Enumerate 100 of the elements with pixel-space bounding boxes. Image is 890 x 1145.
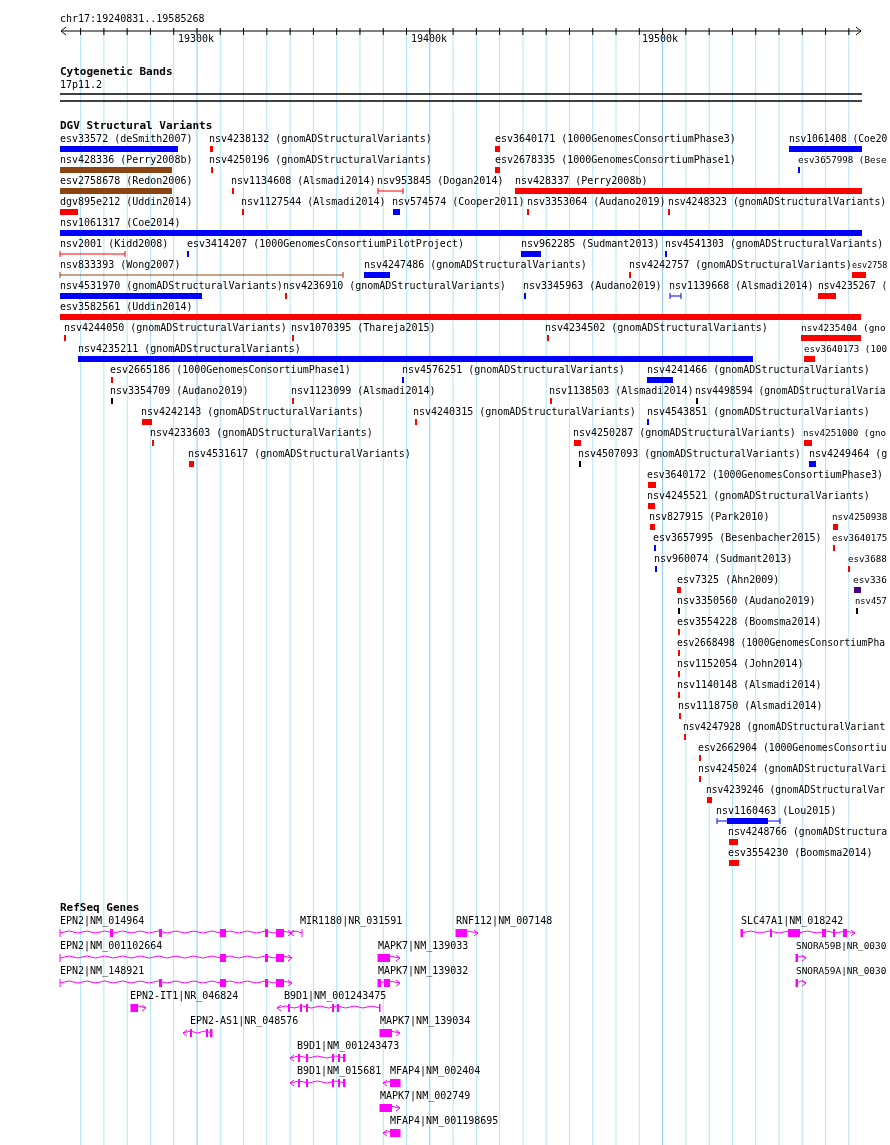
variant-label: nsv4507093 (gnomADStructuralVariants) bbox=[578, 448, 801, 460]
variant-label: nsv960074 (Sudmant2013) bbox=[654, 553, 793, 565]
gene-label: MAPK7|NM_002749 bbox=[380, 1090, 471, 1102]
variant-label: nsv1138503 (Alsmadi2014) bbox=[549, 385, 694, 397]
variant-label: nsv4242143 (gnomADStructuralVariants) bbox=[141, 406, 364, 418]
variant-label: nsv4249464 (g bbox=[809, 448, 888, 460]
gene-label: EPN2|NM_148921 bbox=[60, 965, 145, 977]
variant-label: nsv4531617 (gnomADStructuralVariants) bbox=[188, 448, 411, 460]
variant-label: nsv1061408 (Coe20 bbox=[789, 133, 888, 145]
variant-label: esv3657998 (Bese bbox=[798, 154, 887, 166]
variant-label: nsv1070395 (Thareja2015) bbox=[291, 322, 436, 334]
gene-label: MAPK7|NM_139033 bbox=[378, 940, 469, 952]
variant-label: nsv1127544 (Alsmadi2014) bbox=[241, 196, 386, 208]
variant-label: nsv4250196 (gnomADStructuralVariants) bbox=[209, 154, 432, 166]
gene-label: MIR1180|NR_031591 bbox=[300, 915, 403, 927]
variant-label: nsv4250287 (gnomADStructuralVariants) bbox=[573, 427, 796, 439]
variant-label: nsv1139668 (Alsmadi2014) bbox=[669, 280, 814, 292]
variant-label: esv2758 bbox=[852, 259, 888, 271]
variant-label: nsv4531970 (gnomADStructuralVariants) bbox=[60, 280, 283, 292]
gene-label: MAPK7|NM_139034 bbox=[380, 1015, 471, 1027]
variant-label: nsv4242757 (gnomADStructuralVariants) bbox=[629, 259, 852, 271]
gene-label: EPN2-AS1|NR_048576 bbox=[190, 1015, 299, 1027]
gene-label: EPN2-IT1|NR_046824 bbox=[130, 990, 239, 1002]
variant-label: nsv4241466 (gnomADStructuralVariants) bbox=[647, 364, 870, 376]
band-label: 17p11.2 bbox=[60, 79, 103, 91]
variant-label: nsv4247486 (gnomADStructuralVariants) bbox=[364, 259, 587, 271]
variant-label: nsv4498594 (gnomADStructuralVaria bbox=[695, 385, 886, 397]
variant-label: nsv4251000 (gno bbox=[803, 427, 886, 439]
variant-label: nsv953845 (Dogan2014) bbox=[377, 175, 504, 187]
variant-label: esv3688 bbox=[848, 553, 887, 565]
variant-label: nsv4245521 (gnomADStructuralVariants) bbox=[647, 490, 870, 502]
coordinate-label: chr17:19240831..19585268 bbox=[60, 13, 205, 25]
variant-label: nsv4235211 (gnomADStructuralVariants) bbox=[78, 343, 301, 355]
variant-label: esv3582561 (Uddin2014) bbox=[60, 301, 193, 313]
variant-label: nsv4238132 (gnomADStructuralVariants) bbox=[209, 133, 432, 145]
variant-label: nsv428337 (Perry2008b) bbox=[515, 175, 648, 187]
variant-label: nsv3353064 (Audano2019) bbox=[527, 196, 666, 208]
variant-label: nsv4576251 (gnomADStructuralVariants) bbox=[402, 364, 625, 376]
variant-label: dgv895e212 (Uddin2014) bbox=[60, 196, 193, 208]
variant-label: esv3640173 (100 bbox=[804, 343, 887, 355]
variant-label: esv7325 (Ahn2009) bbox=[677, 574, 780, 586]
variant-label: nsv4236910 (gnomADStructuralVariants) bbox=[283, 280, 506, 292]
variant-label: esv3414207 (1000GenomesConsortiumPilotProject) bbox=[187, 238, 464, 250]
variant-label: esv2758678 (Redon2006) bbox=[60, 175, 193, 187]
variant-label: nsv4234502 (gnomADStructuralVariants) bbox=[545, 322, 768, 334]
variant-label: nsv457 bbox=[855, 595, 887, 607]
variant-label: nsv2001 (Kidd2008) bbox=[60, 238, 169, 250]
variant-label: esv3640172 (1000GenomesConsortiumPhase3) bbox=[647, 469, 883, 481]
variant-label: nsv4235404 (gno bbox=[801, 322, 886, 334]
gene-label: MFAP4|NM_002404 bbox=[390, 1065, 481, 1077]
variant-label: nsv833393 (Wong2007) bbox=[60, 259, 181, 271]
variant-label: esv2662904 (1000GenomesConsortiu bbox=[698, 742, 887, 754]
gene-label: MAPK7|NM_139032 bbox=[378, 965, 469, 977]
variant-label: esv3640171 (1000GenomesConsortiumPhase3) bbox=[495, 133, 736, 145]
variant-label: esv2665186 (1000GenomesConsortiumPhase1) bbox=[110, 364, 351, 376]
variant-label: esv2678335 (1000GenomesConsortiumPhase1) bbox=[495, 154, 736, 166]
variant-label: nsv4248766 (gnomADStructura bbox=[728, 826, 888, 838]
gene-label: RNF112|NM_007148 bbox=[456, 915, 553, 927]
gene-label: SLC47A1|NM_018242 bbox=[741, 915, 844, 927]
gene-label: SNORA59B|NR_0030 bbox=[796, 940, 887, 952]
variant-label: esv33572 (deSmith2007) bbox=[60, 133, 193, 145]
variant-label: nsv1134608 (Alsmadi2014) bbox=[231, 175, 376, 187]
variant-label: nsv1118750 (Alsmadi2014) bbox=[678, 700, 823, 712]
variant-label: nsv4244050 (gnomADStructuralVariants) bbox=[64, 322, 287, 334]
variant-label: nsv4245024 (gnomADStructuralVari bbox=[698, 763, 887, 775]
variant-label: nsv4247928 (gnomADStructuralVariant bbox=[683, 721, 886, 733]
variant-label: nsv962285 (Sudmant2013) bbox=[521, 238, 660, 250]
variant-label: esv3640175 bbox=[832, 532, 888, 544]
variant-label: nsv1160463 (Lou2015) bbox=[716, 805, 837, 817]
variant-label: nsv4233603 (gnomADStructuralVariants) bbox=[150, 427, 373, 439]
variant-label: esv2668498 (1000GenomesConsortiumPha bbox=[677, 637, 885, 649]
variant-label: nsv1140148 (Alsmadi2014) bbox=[677, 679, 822, 691]
variant-label: nsv574574 (Cooper2011) bbox=[392, 196, 525, 208]
track-title: DGV Structural Variants bbox=[60, 120, 213, 132]
variant-label: nsv4541303 (gnomADStructuralVariants) bbox=[665, 238, 884, 250]
variant-label: nsv4235267 ( bbox=[818, 280, 888, 292]
gene-label: B9D1|NM_001243473 bbox=[297, 1040, 400, 1052]
variant-label: nsv428336 (Perry2008b) bbox=[60, 154, 193, 166]
variant-label: nsv4240315 (gnomADStructuralVariants) bbox=[413, 406, 636, 418]
variant-label: esv336 bbox=[853, 574, 887, 586]
variant-label: nsv3350560 (Audano2019) bbox=[677, 595, 816, 607]
variant-label: esv3657995 (Besenbacher2015) bbox=[653, 532, 822, 544]
variant-label: nsv1061317 (Coe2014) bbox=[60, 217, 181, 229]
gene-label: EPN2|NM_014964 bbox=[60, 915, 145, 927]
gene-label: MFAP4|NM_001198695 bbox=[390, 1115, 499, 1127]
variant-label: nsv4248323 (gnomADStructuralVariants) bbox=[668, 196, 887, 208]
gene-label: B9D1|NM_001243475 bbox=[284, 990, 387, 1002]
variant-label: nsv827915 (Park2010) bbox=[649, 511, 770, 523]
gene-label: SNORA59A|NR_0030 bbox=[796, 965, 887, 977]
gene-label: B9D1|NM_015681 bbox=[297, 1065, 382, 1077]
variant-label: esv3554228 (Boomsma2014) bbox=[677, 616, 822, 628]
variant-label: nsv1123099 (Alsmadi2014) bbox=[291, 385, 436, 397]
scale-label: 19400k bbox=[411, 33, 448, 45]
variant-label: nsv4543851 (gnomADStructuralVariants) bbox=[647, 406, 870, 418]
gene-label: EPN2|NM_001102664 bbox=[60, 940, 163, 952]
scale-label: 19300k bbox=[178, 33, 215, 45]
variant-label: nsv4250938 bbox=[832, 511, 888, 523]
track-title: RefSeq Genes bbox=[60, 902, 140, 914]
variant-label: nsv3354709 (Audano2019) bbox=[110, 385, 249, 397]
track-title: Cytogenetic Bands bbox=[60, 66, 173, 78]
